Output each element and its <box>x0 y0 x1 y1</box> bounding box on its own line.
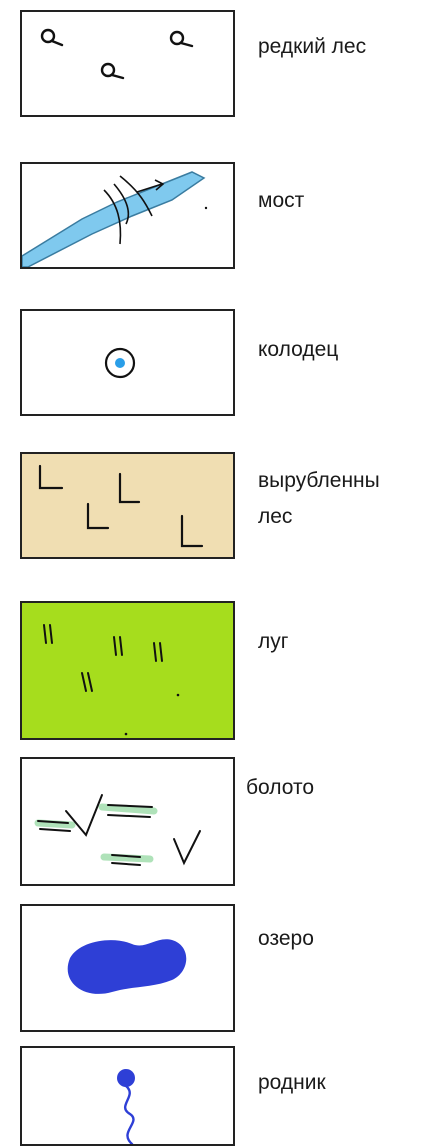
legend-label-well: колодец <box>258 338 339 361</box>
legend-label-swamp: болото <box>246 776 315 799</box>
spring-icon <box>20 1046 235 1146</box>
legend-label-spring: родник <box>258 1071 326 1094</box>
legend-label-felled-forest-line-1: вырубленны <box>258 469 380 492</box>
meadow-icon <box>20 601 235 740</box>
legend-label-sparse-forest: редкий лес <box>258 35 367 58</box>
legend-label-felled-forest-line-2: лес <box>258 505 293 528</box>
legend-label-meadow: луг <box>258 630 289 653</box>
well-icon <box>20 309 235 416</box>
sparse-forest-icon <box>20 10 235 117</box>
felled-forest-icon <box>20 452 235 559</box>
swamp-icon <box>20 757 235 886</box>
legend-label-lake: озеро <box>258 927 314 950</box>
legend-label-bridge: мост <box>258 189 305 212</box>
lake-icon <box>20 904 235 1032</box>
bridge-icon <box>20 162 235 269</box>
